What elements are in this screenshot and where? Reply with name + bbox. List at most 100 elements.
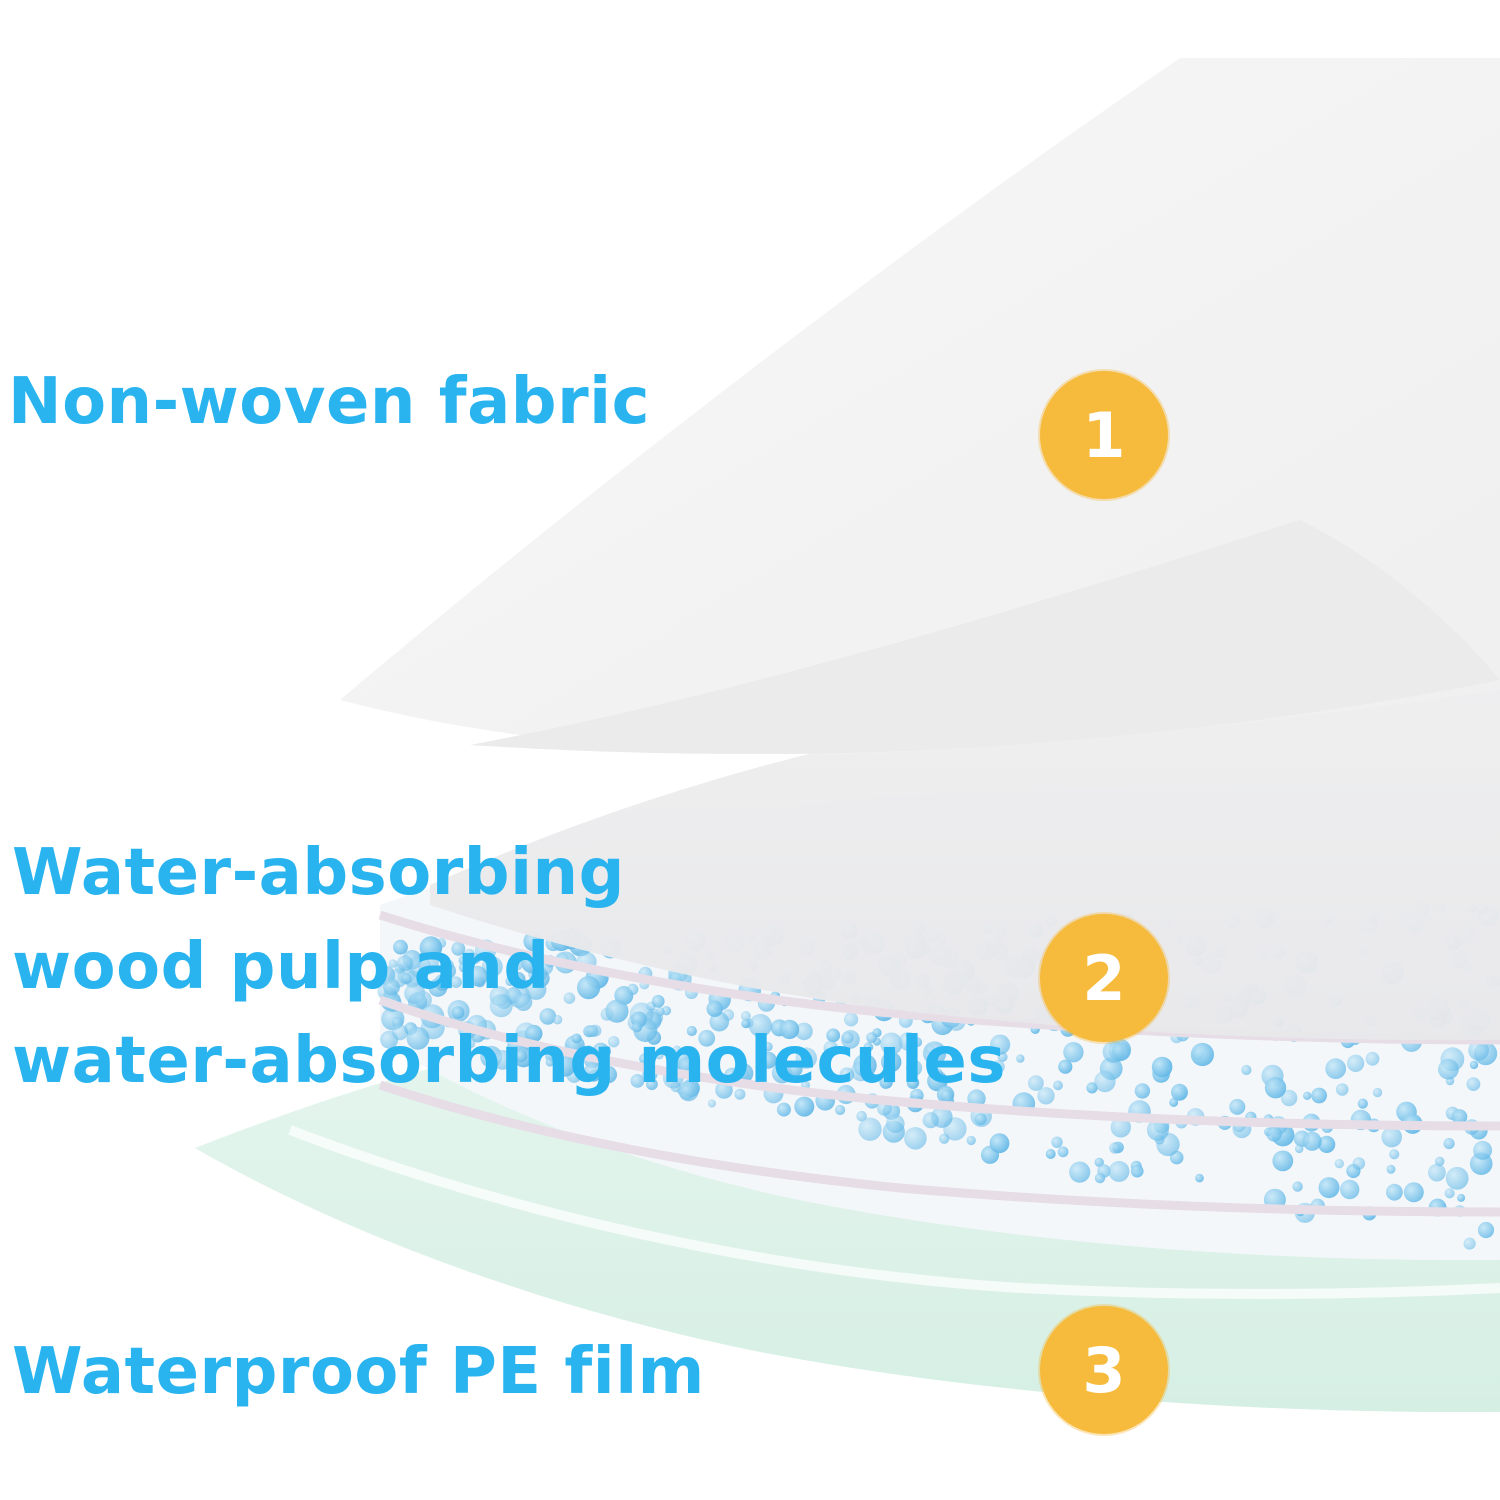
layer-3-label-line: Waterproof PE film [12, 1335, 705, 1409]
molecule-bubble [858, 1117, 882, 1141]
molecule-bubble [839, 1067, 855, 1082]
molecule-bubble [646, 1078, 658, 1091]
molecule-bubble [1037, 1087, 1055, 1105]
molecule-bubble [881, 1051, 902, 1073]
fabric-fold [470, 520, 1500, 755]
molecule-bubble [1477, 1221, 1495, 1239]
molecule-bubble [1340, 1179, 1360, 1200]
molecule-bubble [763, 1042, 773, 1052]
molecule-bubble [464, 948, 476, 960]
molecule-bubble [1292, 1181, 1303, 1192]
molecule-bubble [1057, 1146, 1069, 1158]
molecule-bubble [850, 1061, 872, 1082]
molecule-bubble [707, 1099, 717, 1108]
molecule-bubble [989, 1133, 1010, 1154]
molecule-bubble [1264, 1077, 1287, 1099]
molecule-bubble [1058, 1059, 1073, 1074]
molecule-bubble [1241, 1064, 1252, 1076]
molecule-bubble [1016, 1054, 1025, 1063]
molecule-bubble [571, 1033, 582, 1044]
molecule-bubble [481, 956, 503, 977]
molecule-bubble [1303, 1091, 1312, 1101]
molecule-bubble [698, 1029, 716, 1047]
layer-2-label-line-3: water-absorbing molecules [12, 1024, 1006, 1098]
molecule-bubble [990, 1034, 1011, 1055]
molecule-bubble [776, 1102, 791, 1117]
molecule-bubble [880, 1032, 903, 1055]
molecule-bubble [734, 1088, 746, 1100]
molecule-bubble [1171, 1083, 1188, 1101]
molecule-bubble [898, 1032, 918, 1051]
molecule-bubble [401, 973, 412, 984]
molecule-bubble [826, 1028, 841, 1043]
molecule-bubble [627, 983, 639, 996]
layer-3-number-badge: 3 [1040, 1306, 1168, 1434]
molecule-bubble [795, 1047, 817, 1069]
molecule-bubble [419, 936, 443, 959]
molecule-bubble [823, 1040, 839, 1056]
molecule-bubble [586, 1025, 599, 1037]
molecule-bubble [383, 978, 400, 996]
molecule-bubble [392, 1024, 408, 1041]
molecule-bubble [1108, 1160, 1130, 1182]
molecule-bubble [1051, 1136, 1063, 1148]
molecule-bubble [510, 971, 526, 987]
molecule-bubble [748, 1014, 773, 1038]
molecule-bubble [930, 1068, 944, 1081]
molecule-bubble [451, 1006, 465, 1019]
molecule-bubble [489, 994, 513, 1018]
molecule-bubble [396, 955, 413, 972]
molecule-bubble [1069, 1161, 1091, 1183]
molecule-bubble [1280, 1089, 1298, 1107]
molecule-bubble [779, 1019, 800, 1040]
molecule-bubble [584, 1045, 594, 1055]
molecule-bubble [1389, 1149, 1400, 1160]
layer-2-label: Water-absorbing wood pulp and water-abso… [12, 826, 1006, 1108]
molecule-bubble [974, 1113, 987, 1126]
molecule-bubble [1468, 1039, 1489, 1061]
molecule-bubble [1466, 1077, 1481, 1091]
molecule-bubble [1053, 1080, 1063, 1091]
molecule-bubble [507, 962, 518, 973]
molecule-bubble [1445, 1166, 1469, 1190]
pe-film-highlight [288, 1125, 1500, 1300]
molecule-bubble [1428, 1163, 1446, 1182]
molecule-bubble [608, 1036, 620, 1048]
molecule-bubble [1346, 1054, 1365, 1073]
molecule-bubble [639, 1053, 650, 1065]
molecule-bubble [741, 1019, 751, 1029]
molecule-bubble [706, 1000, 723, 1017]
molecule-bubble [1443, 1138, 1455, 1150]
molecule-bubble [886, 1114, 905, 1133]
molecule-bubble [1302, 1131, 1322, 1151]
molecule-bubble [1190, 1042, 1214, 1067]
molecule-bubble [1272, 1150, 1294, 1172]
molecule-bubble [545, 1057, 555, 1067]
layer-2-number-badge: 2 [1040, 914, 1168, 1042]
molecule-bubble [740, 1011, 751, 1021]
molecule-bubble [1463, 1237, 1476, 1250]
molecule-bubble [525, 1024, 543, 1043]
molecule-bubble [1386, 1164, 1396, 1174]
molecule-bubble [1063, 1042, 1084, 1063]
layer-1-label-line: Non-woven fabric [8, 365, 650, 439]
molecule-bubble [630, 1074, 645, 1088]
molecule-bubble [794, 1096, 815, 1117]
molecule-bubble [1365, 1051, 1380, 1066]
molecule-bubble [1325, 1058, 1347, 1080]
molecule-bubble [1335, 1083, 1349, 1096]
molecule-bubble [835, 1104, 846, 1116]
layer-2-label-line-1: Water-absorbing [12, 836, 625, 910]
molecule-bubble [577, 976, 601, 1000]
molecule-bubble [795, 1022, 813, 1041]
molecule-bubble [879, 1075, 893, 1089]
layer-2-label-line-2: wood pulp and [12, 930, 550, 1004]
molecule-bubble [1094, 1157, 1104, 1168]
molecule-bubble [443, 959, 454, 970]
molecule-bubble [450, 976, 462, 988]
molecule-bubble [1086, 1082, 1098, 1094]
molecule-bubble [1318, 1177, 1340, 1199]
molecule-bubble [414, 990, 432, 1009]
molecule-bubble [1403, 1182, 1424, 1203]
